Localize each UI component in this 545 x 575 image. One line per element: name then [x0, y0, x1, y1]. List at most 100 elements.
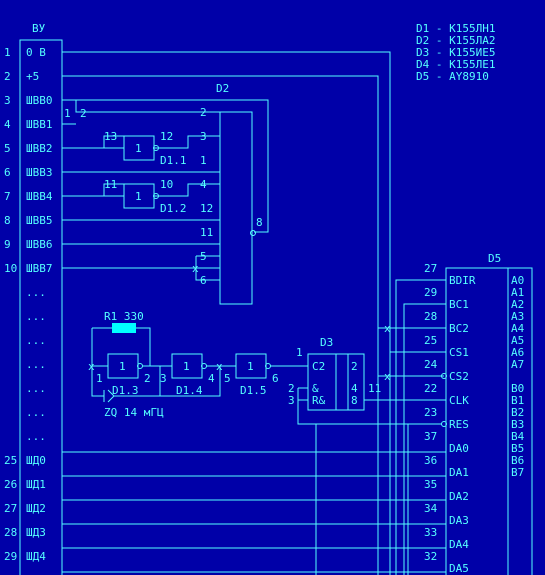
- vu-pin-name: ШД0: [26, 454, 46, 467]
- d1-3-label: D1.3: [112, 384, 139, 397]
- d5-port-a-pin: A3: [511, 310, 524, 323]
- d1-1-bubble: [153, 145, 159, 151]
- d2-body: [219, 111, 253, 305]
- r1-resistor: [112, 323, 136, 333]
- d1-4-label: D1.4: [176, 384, 203, 397]
- d1-2-bubble: [153, 193, 159, 199]
- d5-port-a-pin: A5: [511, 334, 524, 347]
- d3-pin-8: 8: [351, 394, 358, 407]
- vu-pin-number: 4: [4, 118, 11, 131]
- d5-pin-name: DA3: [449, 514, 469, 527]
- d5-pin-number: 22: [424, 382, 437, 395]
- d1-2: 1 11 10 D1.2: [104, 178, 187, 215]
- d1-2-out: 10: [160, 178, 173, 191]
- vu-pin-name: 0 В: [26, 46, 46, 59]
- d5-pin-name: DA0: [449, 442, 469, 455]
- wire-vcc: [62, 75, 379, 575]
- vu-pin-number: 2: [4, 70, 11, 83]
- d1-3-in: 1: [96, 372, 103, 385]
- d1-1-in: 13: [104, 130, 117, 143]
- d5-pin-number: 29: [424, 286, 437, 299]
- vu-pin-number: 25: [4, 454, 17, 467]
- vu-pin-name: ШВВ5: [26, 214, 53, 227]
- d5-pin-number: 33: [424, 526, 437, 539]
- d3-counter: D3 C2 & R& 1 2 3 2 4 8 11: [288, 336, 416, 425]
- vu-pin-name: ...: [26, 430, 46, 443]
- legend-item: D1 - К155ЛН1: [416, 22, 495, 35]
- d2-input-pin: 11: [200, 226, 213, 239]
- d5-pin-name: DA4: [449, 538, 469, 551]
- d5-port-b-pin: B0: [511, 382, 524, 395]
- d5-port-a-pin: A4: [511, 322, 525, 335]
- d3-pin-4: 4: [351, 382, 358, 395]
- d5-label: D5: [488, 252, 501, 265]
- wire-shvv0: [75, 100, 220, 113]
- vu-pin-name: ШВВ4: [26, 190, 53, 203]
- vu-pin-number: 6: [4, 166, 11, 179]
- d5-port-b-pin: B2: [511, 406, 524, 419]
- d1-1-label: D1.1: [160, 154, 187, 167]
- d5-port-b-pin: B6: [511, 454, 524, 467]
- d3-pin-2: 2: [288, 382, 295, 395]
- d2-side-pin-2: 2: [80, 107, 87, 120]
- vu-pin-name: ...: [26, 334, 46, 347]
- vu-pin-name: ШД4: [26, 550, 46, 563]
- vu-pin-name: ...: [26, 310, 46, 323]
- legend-item: D5 - AY8910: [416, 70, 489, 83]
- legend-item: D4 - К155ЛЕ1: [416, 58, 495, 71]
- wire-d2-inputs-5-6: [195, 255, 220, 281]
- d2-side-pin-1: 1: [64, 107, 71, 120]
- vu-pin-number: 3: [4, 94, 11, 107]
- d5-port-b-pin: B4: [511, 430, 525, 443]
- d5-port-b-pin: B5: [511, 442, 524, 455]
- crystal-label: ZQ 14 мГЦ: [104, 406, 164, 419]
- vu-pin-name: ШВВ7: [26, 262, 53, 275]
- junction-x: x: [192, 262, 199, 275]
- d2-output-bubble: [250, 230, 256, 236]
- vu-pin-number: 8: [4, 214, 11, 227]
- vu-pin-name: ...: [26, 382, 46, 395]
- d3-and: &: [312, 382, 319, 395]
- d5-pin-number: 32: [424, 550, 437, 563]
- d1-3-sym: 1: [119, 360, 126, 373]
- vu-pin-name: ...: [26, 286, 46, 299]
- d5-port-a-pin: A0: [511, 274, 524, 287]
- vu-pin-number: 29: [4, 550, 17, 563]
- vu-pin-number: 26: [4, 478, 17, 491]
- d1-3-out: 2: [144, 372, 151, 385]
- vu-pin-number: 7: [4, 190, 11, 203]
- d5-port-a-pin: A1: [511, 286, 524, 299]
- d1-1-sym: 1: [135, 142, 142, 155]
- cs2-bubble: [441, 373, 447, 379]
- vu-label: ВУ: [32, 22, 46, 35]
- wire-xtal-left: [91, 366, 104, 397]
- d3-mid: [335, 353, 349, 411]
- d5-pin-number: 25: [424, 334, 437, 347]
- vu-pin-number: 27: [4, 502, 17, 515]
- d3-pin-3: 3: [288, 394, 295, 407]
- d5-pin-number: 24: [424, 358, 438, 371]
- d5-port-b-pin: B1: [511, 394, 524, 407]
- legend-item: D2 - К155ЛА2: [416, 34, 495, 47]
- d5-pin-name: BC2: [449, 322, 469, 335]
- d5-pin-name: DA2: [449, 490, 469, 503]
- d5-pin-number: 34: [424, 502, 438, 515]
- d1-2-sym: 1: [135, 190, 142, 203]
- wire-gnd: [62, 51, 391, 575]
- d5-pin-number: 23: [424, 406, 437, 419]
- d2-label: D2: [216, 82, 229, 95]
- d1-2-label: D1.2: [160, 202, 187, 215]
- vu-pin-number: 5: [4, 142, 11, 155]
- legend-item: D3 - К155ИЕ5: [416, 46, 495, 59]
- d3-pin-11: 11: [368, 382, 381, 395]
- d5-port-b-pin: B7: [511, 466, 524, 479]
- d1-1-out: 12: [160, 130, 173, 143]
- data-bus: [62, 451, 446, 573]
- d5-pin-name: DA1: [449, 466, 469, 479]
